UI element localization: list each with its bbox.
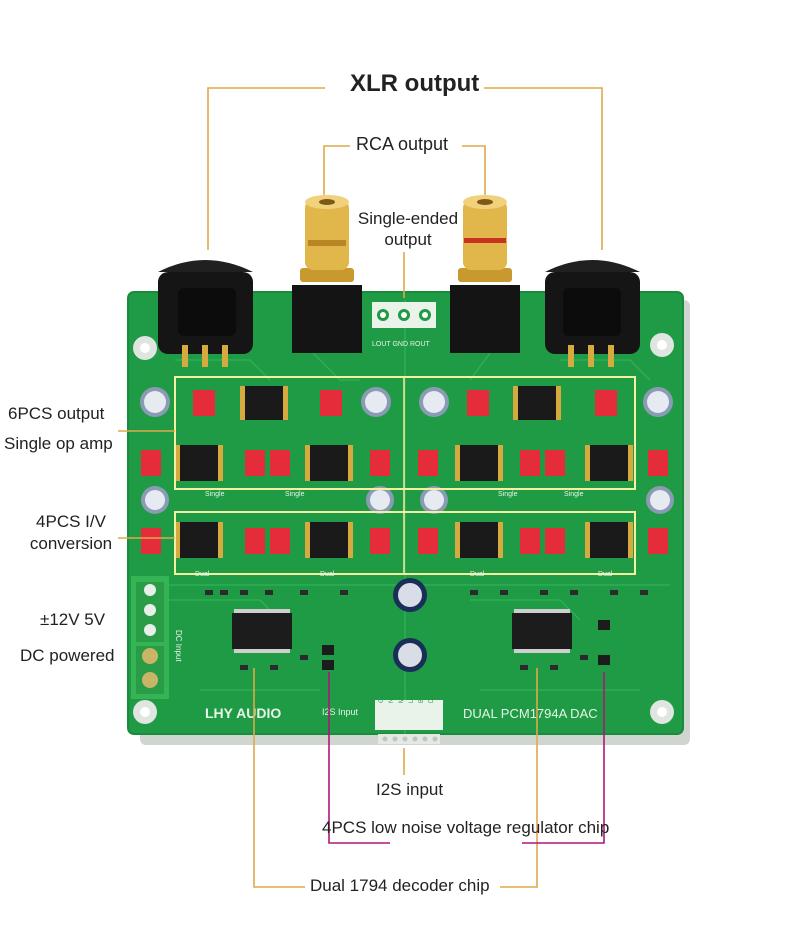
smd-components xyxy=(205,590,648,670)
dual-silk-4: Dual xyxy=(598,571,613,578)
pcm1794-chips xyxy=(232,609,572,653)
capacitors xyxy=(140,387,674,672)
iv-highlight-box xyxy=(174,511,636,575)
i2s-input-label: I2S input xyxy=(376,780,444,799)
single-silk-1: Single xyxy=(205,491,225,498)
i2s-pin-labels: GND NC MCLK LRCK BCLK DATA xyxy=(379,686,435,703)
decoder-label: Dual 1794 decoder chip xyxy=(310,876,490,895)
voltage-regulators xyxy=(322,620,610,670)
mounting-holes xyxy=(133,333,674,724)
single-silk-2: Single xyxy=(285,491,305,498)
rca-connector-right xyxy=(450,195,520,353)
dual-silk-3: Dual xyxy=(470,571,485,578)
xlr-connector-right xyxy=(545,260,640,367)
power-label-line2: DC powered xyxy=(20,646,115,665)
iv-label-line2: conversion xyxy=(29,534,113,553)
model-silk: DUAL PCM1794A DAC xyxy=(463,706,598,721)
single-ended-label-line2: output xyxy=(384,230,432,249)
iv-label-line1: 4PCS I/V xyxy=(36,512,106,531)
callout-lines xyxy=(118,87,603,888)
regulator-line-left xyxy=(328,672,390,844)
film-capacitors xyxy=(141,390,668,554)
svg-text:MCLK: MCLK xyxy=(399,686,405,703)
svg-text:DATA: DATA xyxy=(429,688,435,703)
decoder-line-right xyxy=(500,668,538,888)
single-ended-header xyxy=(372,302,436,328)
power-label-line1: ±12V 5V xyxy=(40,610,106,629)
single-silk-3: Single xyxy=(498,491,518,498)
regulator-line-right xyxy=(522,672,605,844)
brand-silk: LHY AUDIO xyxy=(205,705,281,721)
dc-terminal-block xyxy=(131,576,169,699)
svg-text:BCLK: BCLK xyxy=(419,687,425,703)
dual-silk-2: Dual xyxy=(320,571,335,578)
rca-line-left xyxy=(323,145,350,195)
op-amp-label-line1: 6PCS output xyxy=(8,404,105,423)
decoder-line-left xyxy=(253,668,305,888)
xlr-output-label: XLR output xyxy=(350,70,480,97)
op-amp-chips xyxy=(175,386,633,558)
op-amp-label-line2: Single op amp xyxy=(4,434,113,453)
svg-text:NC: NC xyxy=(389,694,395,703)
i2s-header xyxy=(375,700,443,744)
regulator-label: 4PCS low noise voltage regulator chip xyxy=(322,818,610,837)
xlr-line-right xyxy=(484,87,603,250)
op-amp-highlight-box xyxy=(174,376,636,490)
xlr-connector-left xyxy=(158,260,253,367)
single-silk-4: Single xyxy=(564,491,584,498)
i2s-silk: I2S Input xyxy=(322,707,359,717)
rca-output-label: RCA output xyxy=(356,134,449,154)
svg-text:GND: GND xyxy=(379,689,385,703)
xlr-line-left xyxy=(207,87,325,250)
single-ended-label-line1: Single-ended xyxy=(357,209,459,228)
rca-line-right xyxy=(462,145,486,195)
rca-connector-left xyxy=(292,195,362,353)
header-silk: LOUT GND ROUT xyxy=(372,341,431,348)
dc-silk: DC Input xyxy=(174,630,183,662)
regulator-lines xyxy=(328,672,605,844)
svg-text:LRCK: LRCK xyxy=(409,687,415,703)
dual-silk-1: Dual xyxy=(195,571,210,578)
